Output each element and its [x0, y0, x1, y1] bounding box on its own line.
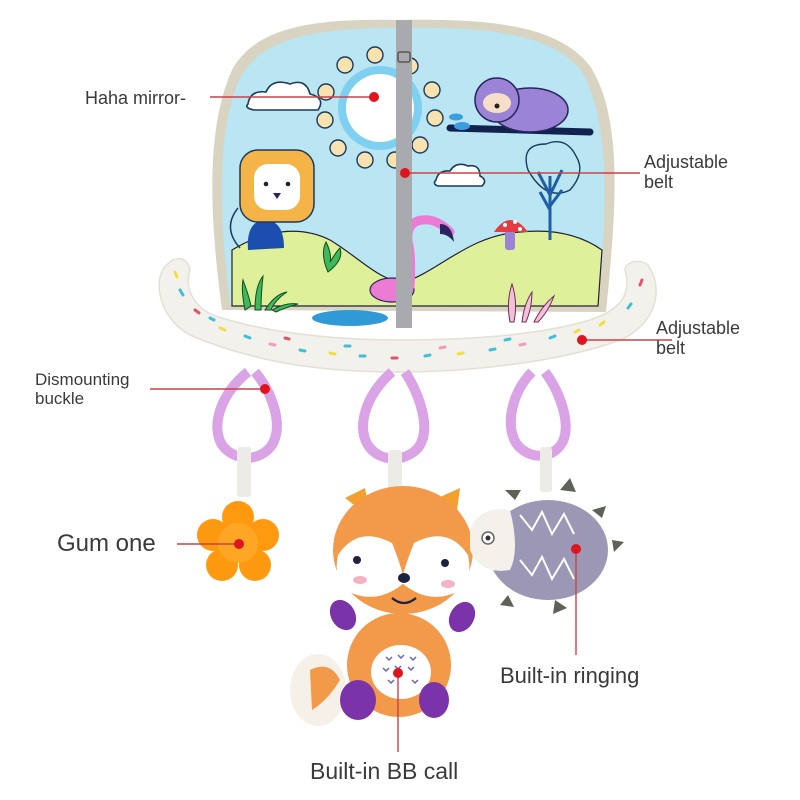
label-gum-one: Gum one: [57, 530, 156, 557]
ringing-dot: [571, 544, 581, 554]
activity-panel: [212, 19, 615, 328]
mirror-dot: [369, 92, 379, 102]
label-line-2: belt: [656, 338, 686, 359]
sloth-icon: [446, 77, 594, 136]
belt-top-dot: [400, 168, 410, 178]
lion-icon: [229, 149, 315, 250]
pink-leaves-icon: [507, 282, 556, 323]
fox-plush-icon: [290, 486, 476, 726]
label-built-in-ringing: Built-in ringing: [500, 663, 640, 688]
tree-icon: [525, 141, 581, 240]
label-dismounting-buckle: Dismounting buckle: [35, 370, 130, 408]
label-built-in-bb-call: Built-in BB call: [310, 758, 459, 784]
label-line-2: belt: [644, 172, 674, 193]
label-adjustable-belt-arch: Adjustable belt: [656, 318, 740, 358]
label-line-1: Adjustable: [644, 152, 729, 172]
bb-call-dot: [393, 668, 403, 678]
buckle-dot: [260, 384, 270, 394]
label-line-1: Dismounting: [35, 370, 130, 389]
plant-icon: [322, 240, 342, 273]
callout-lines: [150, 96, 672, 752]
label-line-1: Adjustable: [656, 318, 741, 338]
label-line-2: buckle: [35, 389, 85, 409]
mushroom-icon: [494, 220, 528, 250]
loop-clips: [212, 368, 571, 464]
padded-arch: [158, 257, 657, 373]
grass-icon: [241, 274, 299, 313]
callout-dots: [234, 92, 587, 678]
label-haha-mirror: Haha mirror-: [85, 88, 187, 108]
cloud-icon: [246, 81, 486, 187]
hedgehog-plush-icon: [470, 478, 624, 614]
belt-arch-dot: [577, 335, 587, 345]
teether-dot: [234, 539, 244, 549]
flower-teether-icon: [197, 501, 279, 581]
label-adjustable-belt-top: Adjustable belt: [644, 152, 728, 192]
